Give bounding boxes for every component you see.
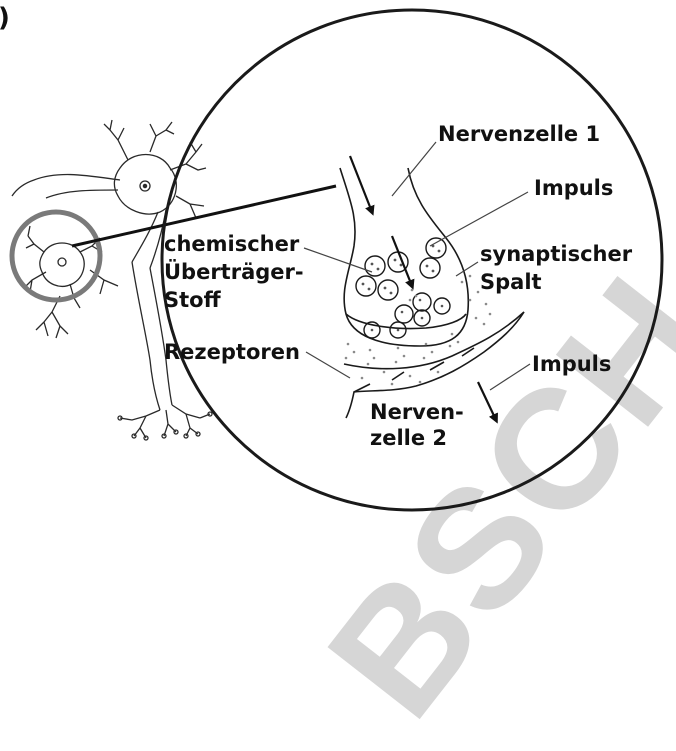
impulse-arrows (350, 156, 496, 420)
label-chemischer-line2: Überträger- (164, 260, 304, 285)
label-rezeptoren: Rezeptoren (164, 340, 300, 365)
label-synaptischer-line2: Spalt (480, 270, 542, 295)
arrow-impuls-top (350, 156, 372, 212)
label-nervenzelle-2-line2: zelle 2 (370, 426, 447, 451)
label-impuls-bottom: Impuls (532, 352, 611, 377)
transmitter-stipple (345, 275, 492, 386)
label-chemischer-line1: chemischer (164, 232, 299, 257)
label-nervenzelle-2-line1: Nerven- (370, 400, 464, 425)
diagram-drawing (0, 0, 676, 552)
vesicles (356, 238, 450, 338)
presynaptic-terminal (340, 168, 468, 346)
label-chemischer-line3: Stoff (164, 288, 221, 313)
label-nervenzelle-1: Nervenzelle 1 (438, 122, 600, 147)
label-synaptischer-line1: synaptischer (480, 242, 632, 267)
label-impuls-top: Impuls (534, 176, 613, 201)
synapse-diagram: BSCH (0, 0, 676, 552)
highlight-circle (12, 212, 100, 300)
panel-marker: ) (0, 6, 10, 31)
